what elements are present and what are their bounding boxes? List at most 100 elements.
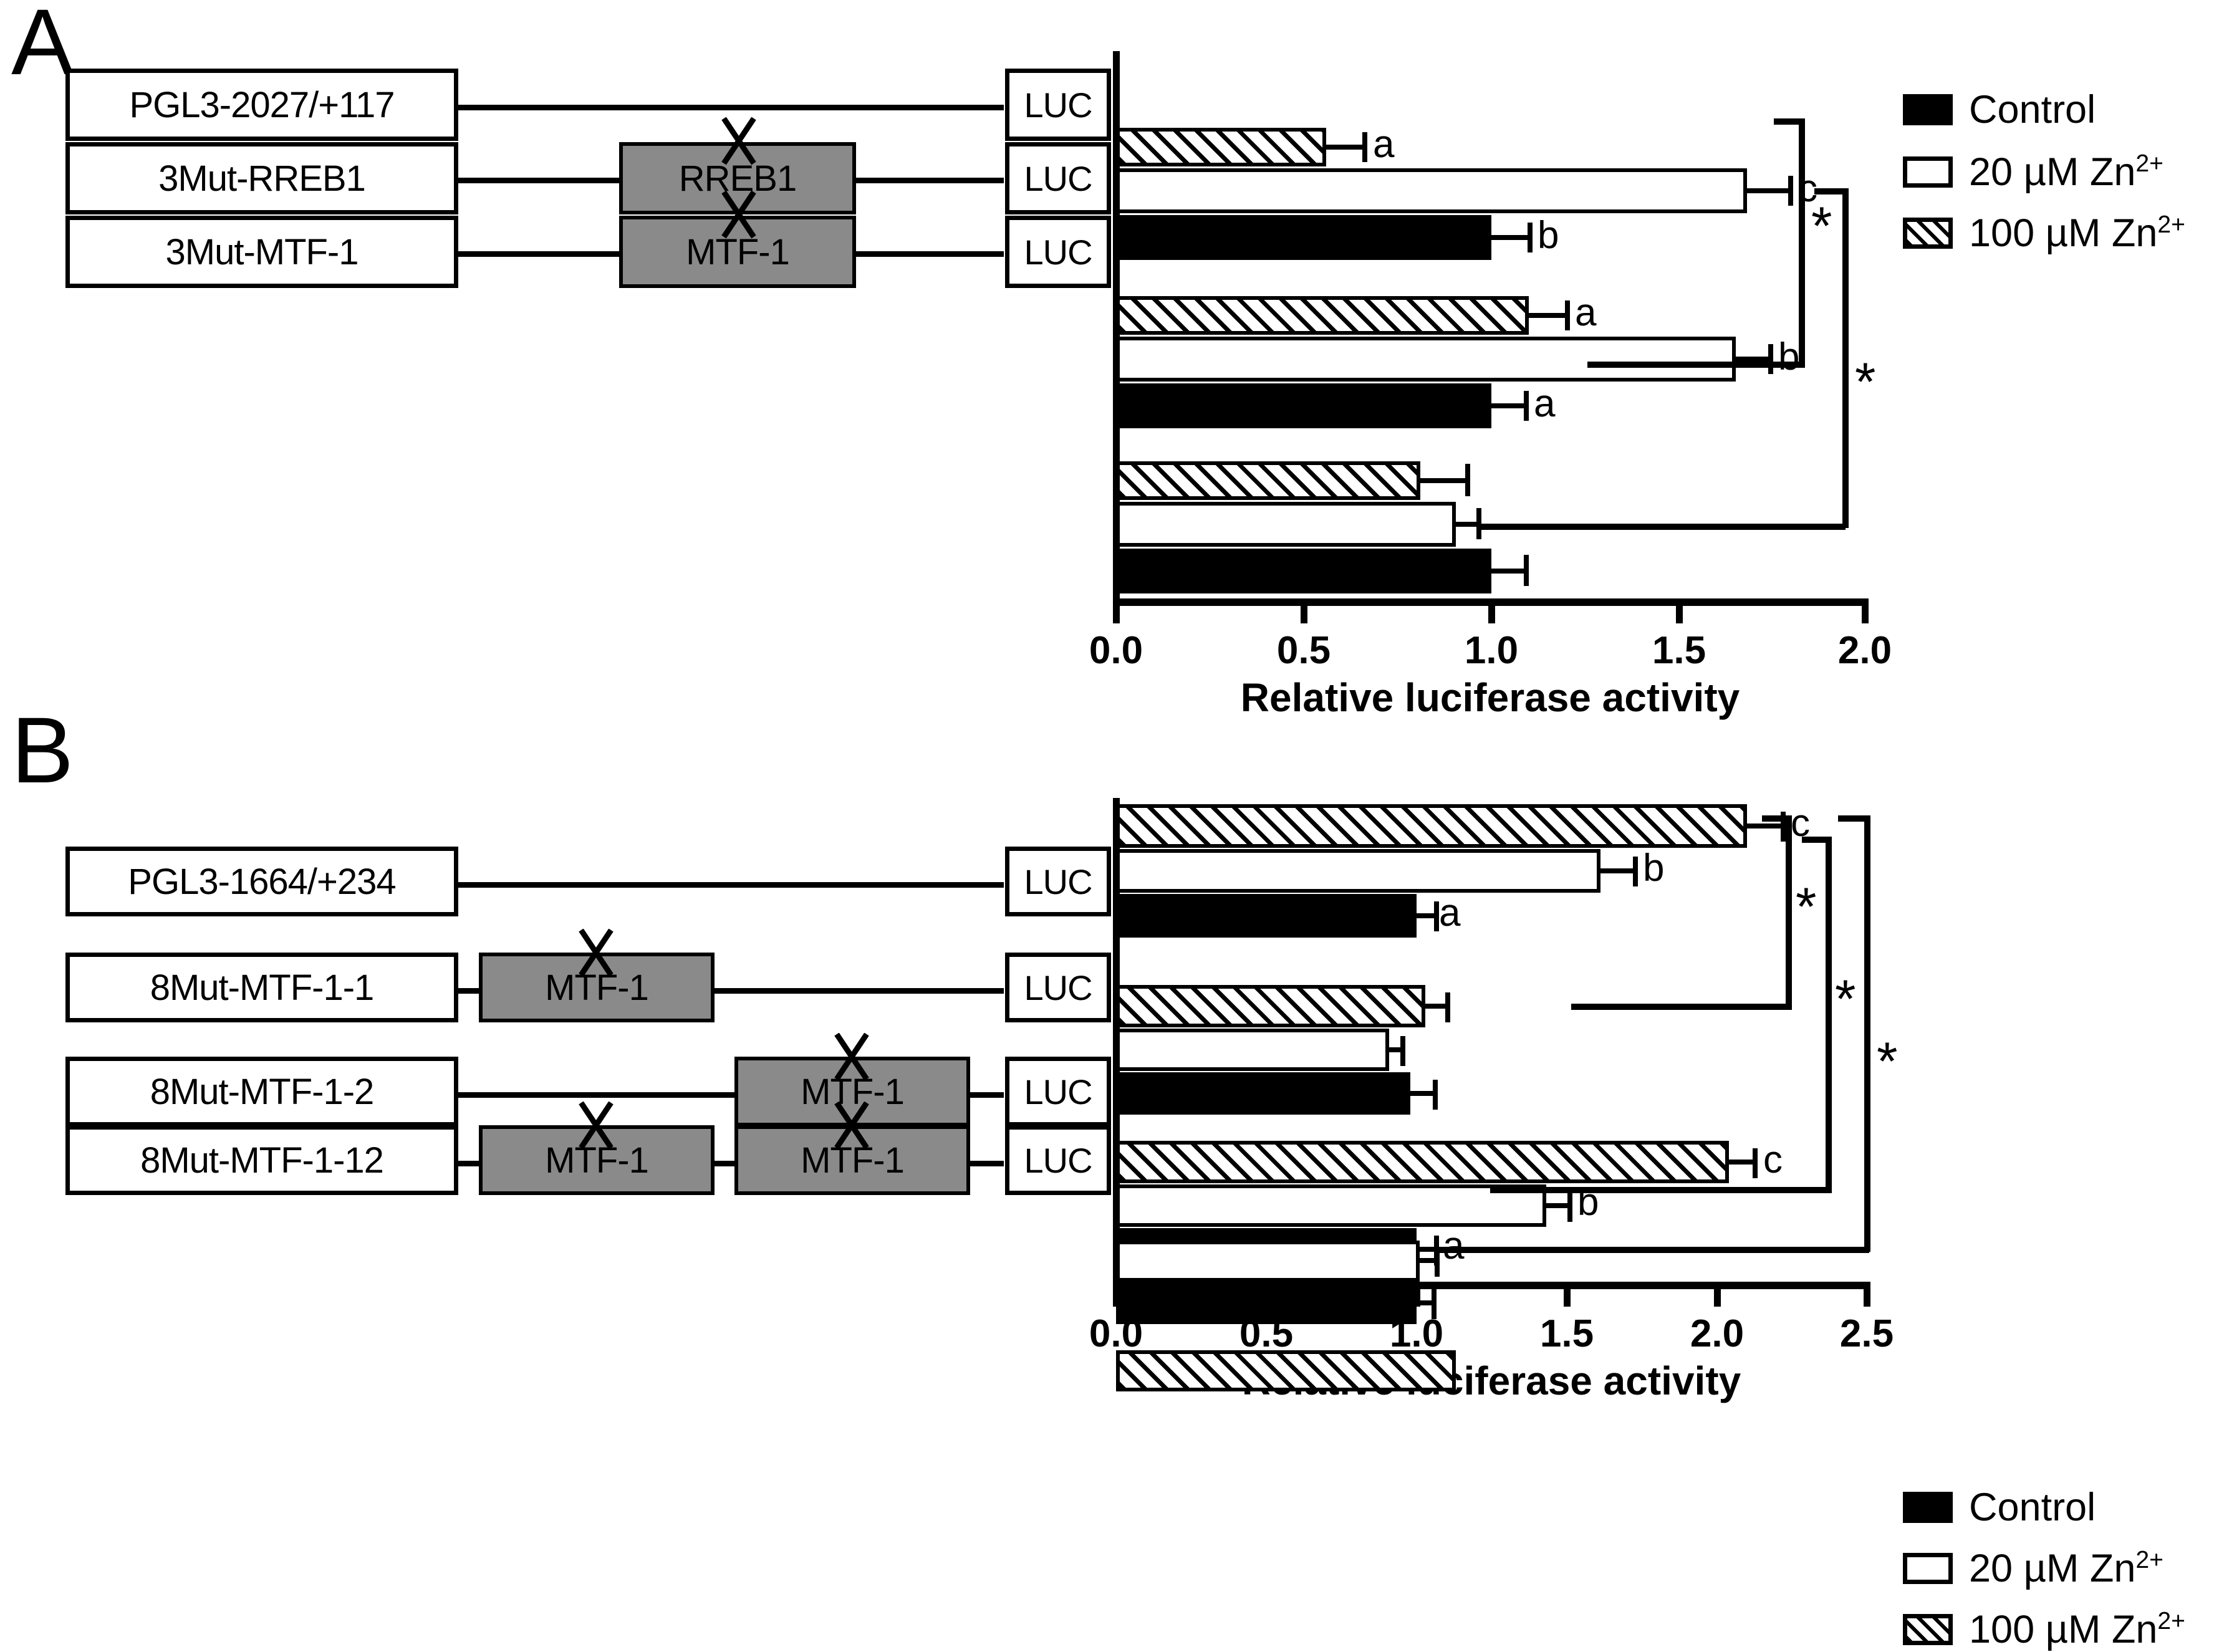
site-box-mtf1-slot2: MTF-1 xyxy=(734,1057,970,1126)
construct-connector xyxy=(206,105,1004,110)
legend-item-zn100: 100 µM Zn2+ xyxy=(1903,211,2185,256)
mutation-x-icon xyxy=(577,1102,615,1150)
error-bar-cap xyxy=(1524,391,1529,421)
error-bar-cap xyxy=(1565,300,1570,330)
bar-open xyxy=(1116,1241,1420,1282)
error-bar xyxy=(1747,824,1784,828)
construct-connector xyxy=(206,882,1004,888)
mutation-x-icon xyxy=(720,191,758,239)
panel-b-letter: B xyxy=(11,698,74,802)
significance-star: * xyxy=(1855,352,1876,412)
x-tick xyxy=(1862,606,1869,623)
site-box-mtf1-slot2: MTF-1 xyxy=(734,1125,970,1195)
legend-swatch-solid-icon xyxy=(1903,1492,1953,1523)
bar-hatch xyxy=(1116,804,1747,848)
bar-hatch xyxy=(1116,1350,1456,1391)
error-bar-cap xyxy=(1432,1289,1437,1319)
legend-swatch-hatch-icon xyxy=(1903,218,1953,249)
error-bar xyxy=(1417,1300,1435,1305)
bar-open xyxy=(1116,168,1747,213)
legend-label: Control xyxy=(1969,88,2096,132)
bar-hatch xyxy=(1116,461,1420,500)
legend-label: 20 µM Zn2+ xyxy=(1969,150,2163,194)
significance-letter: a xyxy=(1443,1224,1465,1267)
error-bar xyxy=(1389,1047,1405,1052)
legend-item-zn20: 20 µM Zn2+ xyxy=(1903,1546,2163,1591)
reporter-box-luc: LUC xyxy=(1005,1125,1111,1195)
reporter-box-luc: LUC xyxy=(1005,847,1111,916)
construct-label-8mut-mtf1-2: 8Mut-MTF-1-2 xyxy=(65,1057,458,1126)
error-bar xyxy=(1747,188,1792,193)
x-tick xyxy=(1564,1289,1571,1307)
significance-letter: a xyxy=(1373,123,1395,166)
reporter-box-luc: LUC xyxy=(1005,69,1111,141)
x-tick xyxy=(1714,1289,1721,1307)
bar-solid xyxy=(1116,1283,1417,1324)
legend-swatch-hatch-icon xyxy=(1903,1614,1953,1645)
legend-label: 100 µM Zn2+ xyxy=(1969,211,2185,255)
legend-label: 20 µM Zn2+ xyxy=(1969,1547,2163,1590)
error-bar-cap xyxy=(1465,464,1470,496)
x-tick-label: 2.0 xyxy=(1690,1312,1745,1355)
error-bar xyxy=(1600,868,1637,873)
error-bar-cap xyxy=(1476,508,1481,539)
x-tick xyxy=(1113,606,1120,623)
error-bar xyxy=(1729,1160,1756,1165)
construct-connector xyxy=(206,1092,1004,1098)
bar-hatch xyxy=(1116,985,1425,1027)
x-axis-line xyxy=(1113,598,1869,606)
bar-solid xyxy=(1116,1072,1410,1115)
error-bar xyxy=(1546,1203,1571,1208)
error-bar-cap xyxy=(1445,992,1450,1022)
error-bar xyxy=(1491,403,1528,408)
bar-hatch xyxy=(1116,296,1529,335)
significance-letter: c xyxy=(1763,1138,1783,1181)
error-bar xyxy=(1491,569,1528,574)
x-tick-label: 1.5 xyxy=(1539,1312,1594,1355)
error-bar xyxy=(1417,1247,1438,1252)
error-bar xyxy=(1425,1004,1449,1009)
panel-a: A PGL3-2027/+117 LUC 3Mut-RREB1 RREB1 LU… xyxy=(0,0,2214,720)
error-bar-cap xyxy=(1768,344,1773,374)
reporter-box-luc: LUC xyxy=(1005,142,1111,214)
x-tick xyxy=(1864,1289,1870,1307)
significance-letter: b xyxy=(1778,335,1800,378)
error-bar-cap xyxy=(1524,555,1529,586)
bar-open xyxy=(1116,849,1600,893)
legend-item-control: Control xyxy=(1903,1485,2096,1530)
bar-open xyxy=(1116,502,1456,547)
x-tick xyxy=(1676,606,1683,623)
mutation-x-icon xyxy=(833,1033,870,1082)
error-bar xyxy=(1420,1258,1438,1263)
bar-solid xyxy=(1116,549,1491,593)
x-tick xyxy=(1488,606,1495,623)
significance-letter: a xyxy=(1534,382,1556,425)
error-bar xyxy=(1529,313,1569,318)
legend-item-zn100: 100 µM Zn2+ xyxy=(1903,1607,2185,1652)
panel-a-letter: A xyxy=(11,0,74,94)
significance-star: * xyxy=(1796,877,1817,937)
reporter-box-luc: LUC xyxy=(1005,216,1111,288)
significance-letter: b xyxy=(1643,847,1665,890)
legend-swatch-solid-icon xyxy=(1903,94,1953,125)
bar-solid xyxy=(1116,215,1491,260)
reporter-box-luc: LUC xyxy=(1005,953,1111,1022)
error-bar xyxy=(1736,357,1772,362)
construct-connector xyxy=(206,178,1004,183)
error-bar-cap xyxy=(1362,132,1367,162)
construct-connector xyxy=(206,251,1004,257)
x-tick-label: 0.0 xyxy=(1089,629,1143,672)
error-bar-cap xyxy=(1435,1247,1440,1277)
legend-swatch-open-icon xyxy=(1903,1553,1953,1584)
x-tick-label: 1.5 xyxy=(1652,629,1706,672)
x-tick-label: 0.5 xyxy=(1276,629,1331,672)
bar-hatch xyxy=(1116,1141,1729,1183)
construct-label-3mut-mtf1: 3Mut-MTF-1 xyxy=(65,216,458,288)
bar-open xyxy=(1116,1184,1546,1227)
error-bar-cap xyxy=(1753,1148,1758,1178)
x-axis-title: Relative luciferase activity xyxy=(1240,675,1740,720)
error-bar xyxy=(1456,522,1481,527)
x-tick-label: 1.0 xyxy=(1464,629,1519,672)
x-tick-label: 2.5 xyxy=(1839,1312,1894,1355)
x-tick xyxy=(1301,606,1307,623)
